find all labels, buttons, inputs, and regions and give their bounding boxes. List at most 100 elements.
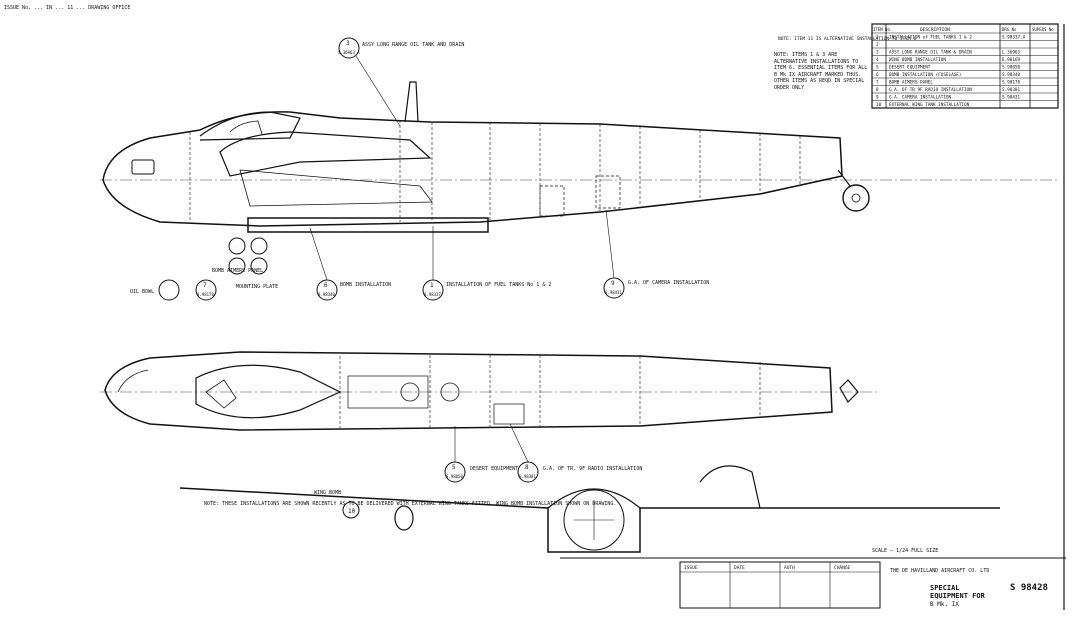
callout-balloon-10	[342, 501, 360, 519]
company-name: THE DE HAVILLAND AIRCRAFT CO. LTD	[890, 568, 989, 574]
wing-bomb-front	[394, 505, 414, 531]
callout-balloon-7	[195, 279, 217, 301]
scale-note: SCALE — 1/24 FULL SIZE	[872, 548, 938, 554]
parts-row-drg: S.98431	[1002, 95, 1021, 101]
camera-box-side	[595, 175, 621, 209]
callout-5-text: DESERT EQUIPMENT	[470, 466, 518, 472]
engine-nacelle-side	[219, 131, 432, 177]
callout-6-leader	[309, 227, 328, 281]
small-balloon-a	[228, 237, 246, 255]
callout-3-ref: S.36963 A	[338, 50, 360, 55]
parts-row-item: 6	[876, 72, 879, 78]
parts-row-item: 7	[876, 80, 879, 86]
mounting-balloon	[158, 279, 180, 301]
title-block: ISSUE DATE AUTH CHANGE SCALE — 1/24 FULL…	[560, 548, 1066, 609]
parts-row-item: 9	[876, 95, 879, 101]
plan-frames	[339, 355, 761, 428]
tail-wheel-plan	[839, 379, 859, 403]
oil-bowl-label: OIL BOWL	[130, 289, 154, 295]
rev-header-date: DATE	[734, 565, 745, 571]
callout-3-item: 3	[346, 40, 350, 47]
tail-wheel	[842, 184, 870, 212]
fuselage-front-section	[547, 488, 641, 509]
radio-plan-box	[493, 403, 525, 425]
plan-view: 5 S.98050 DESERT EQUIPMENT 8 S.98381 G.A…	[100, 351, 880, 483]
callout-8-text: G.A. OF TR. 9F RADIO INSTALLATION	[543, 466, 642, 472]
callout-10-text: WING BOMB	[314, 490, 341, 496]
parts-row-drg: L.36963	[1002, 50, 1021, 56]
plan-tank-b	[440, 382, 460, 402]
small-balloon-c	[250, 237, 268, 255]
parts-header-drg: DRG No	[1002, 27, 1017, 32]
callout-balloon-3	[338, 37, 360, 59]
side-view-callouts: 3 S.36963 A ASSY LONG RANGE OIL TANK AND…	[130, 37, 709, 301]
rev-header-change: CHANGE	[834, 565, 851, 571]
canopy-frame	[229, 120, 263, 135]
parts-header-supers: SUPERS No	[1032, 27, 1054, 32]
parts-row-item: 2	[876, 42, 879, 48]
parts-row-description: G.A. CAMERA INSTALLATION	[889, 95, 951, 101]
note-top-2: NOTE: ITEMS 1 & 3 ARE ALTERNATIVE INSTAL…	[774, 52, 868, 91]
callout-7-text: BOMB AIMERS PANEL	[212, 268, 263, 274]
parts-row-drg: S.98170	[1002, 80, 1021, 86]
radio-box-side	[539, 185, 565, 217]
parts-row-drg: E.98169	[1002, 57, 1021, 63]
tail-wheel-strut	[837, 169, 851, 187]
parts-row-drg: S.98050	[1002, 65, 1021, 71]
title-line-1: SPECIAL	[930, 584, 960, 592]
callout-6-item: 6	[324, 282, 328, 289]
parts-row-description: EXTERNAL WING TANK INSTALLATION	[889, 102, 970, 108]
parts-row-item: 8	[876, 87, 879, 93]
mounting-plate-label: MOUNTING PLATE	[236, 284, 278, 290]
bomb-bay-plan	[347, 375, 429, 409]
parts-row-item: 3	[876, 50, 879, 56]
wing-front-outline	[179, 487, 1000, 553]
bottom-note: NOTE: THESE INSTALLATIONS ARE SHOWN RECE…	[204, 501, 616, 507]
fin-front	[699, 465, 761, 509]
callout-8-item: 8	[525, 464, 529, 471]
nose-plan-glazing	[117, 369, 149, 393]
note-top-2-box: NOTE: ITEMS 1 & 3 ARE ALTERNATIVE INSTAL…	[774, 52, 868, 91]
drawing-number: S 98428	[1010, 583, 1048, 593]
parts-row-drg: S.98337.A	[1002, 35, 1026, 41]
parts-row-description: BOMB AIMERS PANEL	[889, 80, 933, 86]
parts-row-item: 4	[876, 57, 879, 63]
parts-row-item: 10	[876, 102, 882, 108]
title-line-3: B Mk. IX	[930, 601, 959, 608]
callout-9-item: 9	[611, 280, 615, 287]
callout-5-item: 5	[452, 464, 456, 471]
parts-row-description: BOMB INSTALLATION (FUSELAGE)	[889, 72, 961, 78]
parts-row-description: ASSY LONG RANGE OIL TANK & DRAIN	[889, 50, 972, 56]
note-top-1: NOTE: ITEM 11 IS ALTERNATIVE INSTALLATIO…	[778, 36, 916, 42]
callout-6-text: BOMB INSTALLATION	[340, 282, 391, 288]
callout-9-ref: S.98431	[605, 290, 622, 295]
parts-row-description: INSTALLATION of FUEL TANKS 1 & 2	[889, 35, 972, 41]
callout-10-item: 10	[348, 508, 356, 515]
parts-row-item: 5	[876, 65, 879, 71]
tail-wheel-hub	[851, 193, 861, 203]
parts-row-drg: S.98381	[1002, 87, 1021, 93]
fuselage-plan-outline	[104, 351, 833, 431]
parts-row-description: DESERT EQUIPMENT	[889, 65, 931, 71]
callout-1-text: INSTALLATION OF FUEL TANKS No 1 & 2	[446, 282, 551, 288]
rev-header-auth: AUTH	[784, 565, 795, 571]
aerial-mast	[404, 81, 419, 123]
small-balloon-b	[228, 257, 246, 275]
callout-9-leader	[605, 209, 615, 279]
callout-3-text: ASSY LONG RANGE OIL TANK AND DRAIN	[362, 42, 464, 48]
nose-window	[131, 159, 155, 175]
parts-list-frame	[871, 23, 1059, 109]
canopy-side	[199, 111, 301, 141]
parts-header-description: DESCRIPTION	[920, 27, 950, 33]
rev-header-issue: ISSUE	[684, 565, 698, 571]
callout-1-ref: S.98337	[424, 292, 441, 297]
fuselage-frames	[189, 120, 801, 222]
callout-6-ref: S.98340	[318, 292, 335, 297]
parts-row-drg: S.98340	[1002, 72, 1021, 78]
parts-header-item: ITEM No	[873, 27, 890, 32]
title-line-2: EQUIPMENT FOR	[930, 592, 986, 600]
callout-3-leader	[355, 55, 401, 127]
callout-1-item: 1	[430, 282, 434, 289]
